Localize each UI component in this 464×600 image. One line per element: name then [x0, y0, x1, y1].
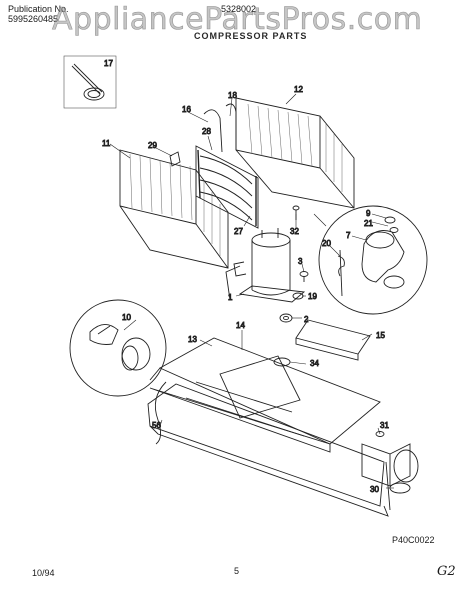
callout-34: 34 — [310, 359, 319, 368]
callout-28: 28 — [202, 127, 211, 136]
revision-date: 10/94 — [32, 568, 55, 578]
callout-32: 32 — [290, 227, 299, 236]
callout-18: 18 — [228, 91, 237, 100]
callout-16: 16 — [182, 105, 191, 114]
callout-14: 14 — [236, 321, 245, 330]
handwritten-mark: G2 — [437, 564, 456, 579]
model-number: 5328002 — [221, 4, 257, 14]
callout-19: 19 — [308, 292, 317, 301]
callout-leader-lines — [109, 93, 394, 489]
part-28-tubing-assembly — [195, 145, 259, 229]
publication-label: Publication No. — [8, 4, 69, 14]
part-15-bracket — [295, 319, 371, 361]
part-56-wire — [154, 381, 167, 445]
part-16-18-tubes — [203, 103, 237, 153]
part-19-grommet — [292, 292, 304, 300]
callout-7: 7 — [346, 231, 351, 240]
watermark: AppliancePartsPros.com — [52, 2, 423, 37]
part-13-base-pan — [147, 337, 391, 517]
part-1-compressor — [225, 228, 306, 303]
drawing-code: P40C0022 — [392, 535, 435, 545]
callout-12: 12 — [294, 85, 303, 94]
callout-labels: 17 16 18 12 11 28 29 9 21 7 20 3 32 27 1… — [102, 59, 390, 495]
callout-31: 31 — [380, 421, 389, 430]
callout-29: 29 — [148, 141, 157, 150]
callout-15: 15 — [376, 331, 385, 340]
callout-56: 56 — [152, 421, 161, 430]
part-3-hardware — [299, 271, 309, 282]
callout-10: 10 — [122, 313, 131, 322]
part-2-grommet — [279, 313, 293, 323]
publication-number: 5995260485 — [8, 14, 59, 24]
section-title: COMPRESSOR PARTS — [194, 31, 308, 41]
callout-11: 11 — [102, 139, 111, 148]
part-29-bracket — [169, 151, 181, 167]
callout-30: 30 — [370, 485, 379, 494]
callout-13: 13 — [188, 335, 197, 344]
part-11-evaporator-coil — [119, 149, 229, 269]
callout-1: 1 — [228, 293, 233, 302]
part-12-condenser-coil — [235, 97, 355, 209]
callout-17: 17 — [104, 59, 113, 68]
detail-circle-part-10 — [69, 299, 167, 397]
part-17-capillary-tube — [63, 55, 117, 109]
page-number: 5 — [234, 566, 240, 576]
part-31-30-relay — [361, 431, 419, 494]
callout-20: 20 — [322, 239, 331, 248]
callout-21: 21 — [364, 219, 373, 228]
callout-2: 2 — [304, 315, 309, 324]
callout-27: 27 — [234, 227, 243, 236]
callout-3: 3 — [298, 257, 303, 266]
callout-9: 9 — [366, 209, 371, 218]
